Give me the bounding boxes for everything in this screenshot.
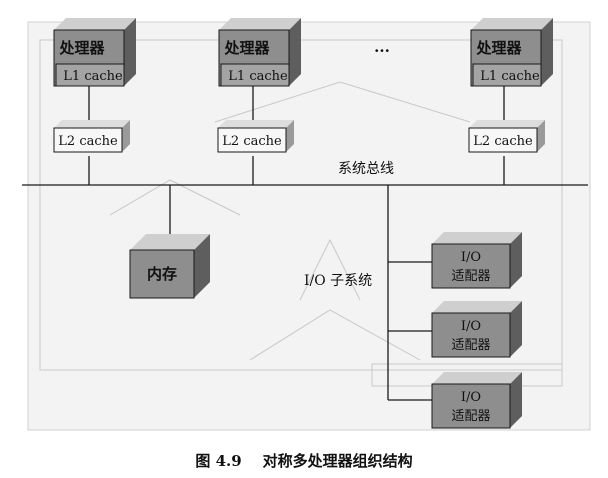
l2-cache-2: L2 cache (217, 120, 294, 153)
memory-top (130, 234, 210, 250)
io-adapter-1-line1: I/O (461, 250, 481, 265)
l2-cache-2-top (218, 120, 294, 128)
io-adapter-3-top (432, 372, 522, 384)
io-adapter-2: I/O 适配器 (431, 301, 522, 358)
io-adapter-3-front (431, 383, 511, 429)
processor-3-side (541, 18, 553, 86)
io-adapter-3-side (510, 372, 522, 428)
io-adapter-3-line1: I/O (461, 390, 481, 405)
io-adapter-1-top (432, 232, 522, 244)
l2-cache-2-front (217, 127, 287, 153)
memory-label: 内存 (147, 265, 177, 283)
processor-3-l1 (472, 63, 542, 87)
processor-ellipsis: ... (374, 38, 390, 56)
processor-2-top (219, 18, 301, 30)
l2-cache-1-label: L2 cache (58, 134, 118, 149)
processor-1-top (54, 18, 136, 30)
processor-1-l1 (55, 63, 125, 87)
l2-cache-3-side (537, 120, 545, 152)
processor-3-l1-label: L1 cache (480, 69, 540, 84)
processor-2-side (289, 18, 301, 86)
processor-1: 处理器 L1 cache (53, 18, 136, 87)
io-adapter-2-line1: I/O (461, 319, 481, 334)
l2-cache-3-label: L2 cache (473, 134, 533, 149)
processor-3-label: 处理器 (475, 39, 522, 57)
processor-2-l1-label: L1 cache (228, 69, 288, 84)
l2-cache-1-top (54, 120, 130, 128)
io-subsystem-label: I/O 子系统 (304, 273, 372, 289)
processor-2: 处理器 L1 cache (218, 18, 301, 87)
memory-front (129, 249, 195, 299)
processor-1-label: 处理器 (58, 39, 105, 57)
processor-3-top (471, 18, 553, 30)
io-adapter-2-line2: 适配器 (451, 338, 490, 353)
io-adapter-3-line2: 适配器 (451, 409, 490, 424)
system-bus-label: 系统总线 (338, 161, 394, 177)
figure-caption: 图 4.9 对称多处理器组织结构 (195, 452, 412, 470)
l2-cache-3: L2 cache (468, 120, 545, 153)
l2-cache-3-front (468, 127, 538, 153)
processor-2-l1 (220, 63, 290, 87)
io-adapter-1-front (431, 243, 511, 289)
processor-3: 处理器 L1 cache (470, 18, 553, 87)
io-adapter-2-side (510, 301, 522, 357)
processor-1-side (124, 18, 136, 86)
io-adapter-1-line2: 适配器 (451, 269, 490, 284)
io-adapter-1-side (510, 232, 522, 288)
processor-1-l1-label: L1 cache (63, 69, 123, 84)
memory-side (194, 234, 210, 298)
connection-lines (22, 86, 588, 401)
l2-cache-2-side (286, 120, 294, 152)
io-adapter-1: I/O 适配器 (431, 232, 522, 289)
l2-cache-1-side (122, 120, 130, 152)
l2-cache-2-label: L2 cache (222, 134, 282, 149)
memory: 内存 (129, 234, 210, 299)
processor-2-label: 处理器 (223, 39, 270, 57)
l2-cache-3-top (469, 120, 545, 128)
l2-cache-1-front (53, 127, 123, 153)
l2-cache-1: L2 cache (53, 120, 130, 153)
io-adapter-2-top (432, 301, 522, 313)
io-adapter-3: I/O 适配器 (431, 372, 522, 429)
io-adapter-2-front (431, 312, 511, 358)
